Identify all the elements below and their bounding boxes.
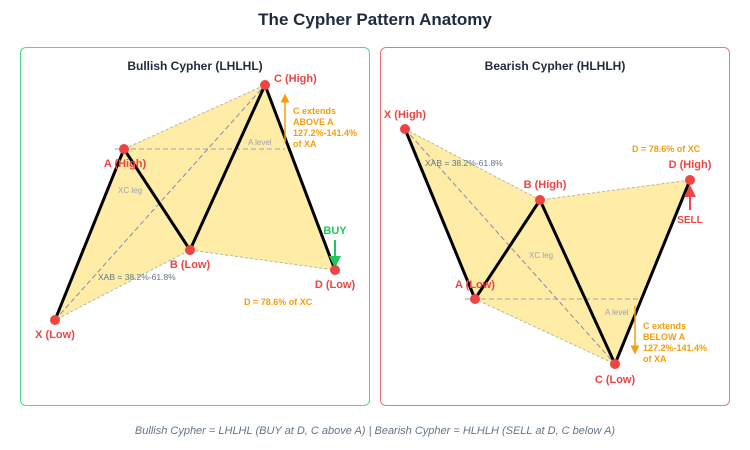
point-d <box>330 265 340 275</box>
c-note-2: BELOW A <box>643 332 686 342</box>
page-title: The Cypher Pattern Anatomy <box>258 10 492 29</box>
label-d: D (Low) <box>315 279 356 291</box>
point-c <box>610 359 620 369</box>
a-level-label: A level <box>605 308 629 317</box>
label-b: B (Low) <box>170 259 211 271</box>
label-x: X (High) <box>384 109 426 121</box>
bullish-title: Bullish Cypher (LHLHL) <box>127 59 262 73</box>
c-note-1: C extends <box>293 106 336 116</box>
c-note-4: of XA <box>643 354 667 364</box>
buy-label: BUY <box>323 225 347 237</box>
xab-label: XAB = 38.2%-61.8% <box>98 272 176 282</box>
c-note-4: of XA <box>293 139 317 149</box>
xc-leg-label: XC leg <box>118 186 142 195</box>
bullish-panel <box>20 47 370 406</box>
bearish-panel <box>380 47 730 406</box>
c-note-2: ABOVE A <box>293 117 334 127</box>
point-a <box>119 144 129 154</box>
label-a: A (Low) <box>455 279 495 291</box>
a-level-label: A level <box>248 138 272 147</box>
point-x <box>400 124 410 134</box>
d-note: D = 78.6% of XC <box>244 297 313 307</box>
point-c <box>260 80 270 90</box>
label-c: C (High) <box>274 73 317 85</box>
footer-caption: Bullish Cypher = LHLHL (BUY at D, C abov… <box>134 425 616 437</box>
xc-leg-label: XC leg <box>529 251 553 260</box>
label-c: C (Low) <box>595 374 636 386</box>
point-x <box>50 315 60 325</box>
label-a: A (High) <box>104 158 147 170</box>
sell-label: SELL <box>677 215 703 226</box>
point-a <box>470 294 480 304</box>
point-d <box>685 175 695 185</box>
bearish-title: Bearish Cypher (HLHLH) <box>485 59 626 73</box>
d-note: D = 78.6% of XC <box>632 144 701 154</box>
label-d: D (High) <box>669 159 712 171</box>
c-note-3: 127.2%-141.4% <box>643 343 707 353</box>
point-b <box>535 195 545 205</box>
point-b <box>185 245 195 255</box>
xab-label: XAB = 38.2%-61.8% <box>425 158 503 168</box>
label-b: B (High) <box>524 179 567 191</box>
label-x: X (Low) <box>35 329 75 341</box>
c-note-3: 127.2%-141.4% <box>293 128 357 138</box>
xc-leg-line <box>404 128 616 365</box>
c-note-1: C extends <box>643 321 686 331</box>
bullish-fill <box>54 84 336 322</box>
xc-leg-line <box>54 84 266 321</box>
